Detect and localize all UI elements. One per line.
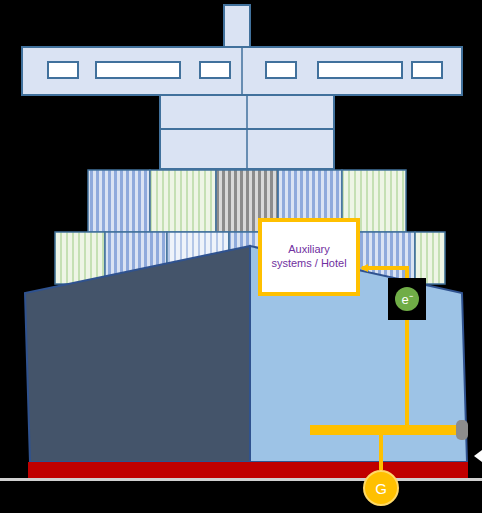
hotel-load-box: Auxiliary systems / Hotel xyxy=(258,218,360,296)
electron-dot: e⁻ xyxy=(395,287,419,311)
water-line xyxy=(0,478,482,481)
pointer-mark xyxy=(474,450,482,462)
node-text: G xyxy=(375,480,387,497)
edge-label: e⁻ xyxy=(401,290,412,308)
electron-badge: e⁻ xyxy=(388,278,426,320)
hull-port xyxy=(25,246,250,462)
bridge xyxy=(22,47,462,95)
bridge-windows xyxy=(48,62,442,78)
waterline-band xyxy=(28,462,468,480)
mast xyxy=(224,5,250,47)
shore-connector xyxy=(456,420,468,440)
generator-circle: G xyxy=(363,470,399,506)
node-text: Auxiliary systems / Hotel xyxy=(268,243,350,271)
